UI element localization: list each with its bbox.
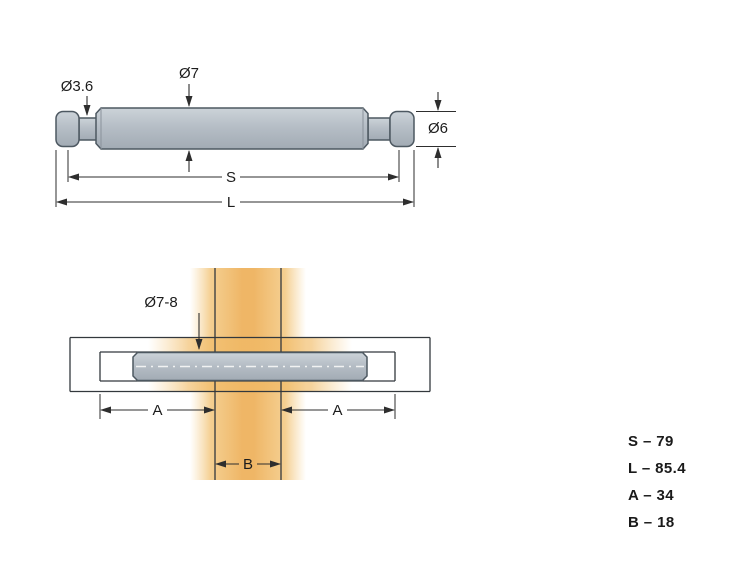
legend-item-a: A – 34	[628, 487, 675, 504]
dowel-shaft	[95, 107, 369, 150]
dowel-right-cap	[389, 110, 415, 148]
dimension-legend: S – 79 L – 85.4 A – 34 B – 18	[628, 428, 686, 536]
joint-section-view: Ø7-8 A A B	[69, 268, 431, 480]
hole-diameter-label: Ø7-8	[144, 294, 177, 311]
legend-item-s: S – 79	[628, 433, 674, 450]
l-dimension-label: L	[227, 194, 235, 211]
a-right-dimension-label: A	[332, 402, 342, 419]
dowel-left-cap	[55, 110, 80, 148]
b-dimension-label: B	[243, 456, 253, 473]
legend-item-b: B – 18	[628, 514, 675, 531]
pin-diameter-label: Ø3.6	[61, 78, 94, 95]
legend-item-l: L – 85.4	[628, 460, 686, 477]
dowel-right-pin	[367, 117, 391, 141]
dowel-side-view: Ø3.6 Ø7 Ø6 S L	[55, 65, 456, 211]
a-left-dimension-label: A	[152, 402, 162, 419]
shaft-diameter-label: Ø7	[179, 65, 199, 82]
s-dimension-label: S	[226, 169, 236, 186]
cap-diameter-label: Ø6	[428, 120, 448, 137]
dowel-left-pin	[78, 117, 98, 141]
